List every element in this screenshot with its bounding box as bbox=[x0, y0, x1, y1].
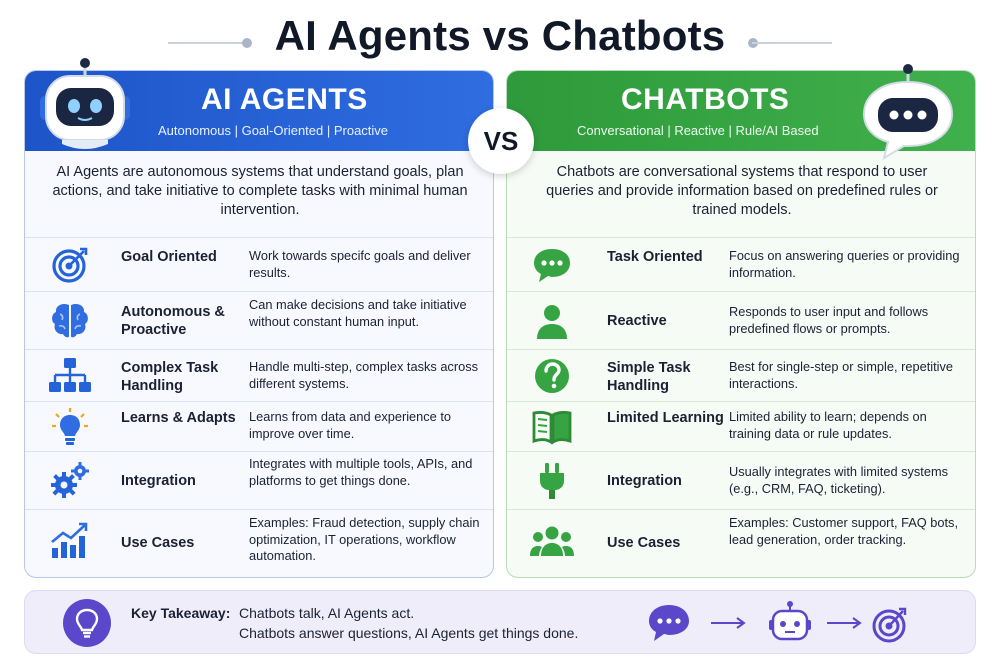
feature-row: Simple Task Handling Best for single-ste… bbox=[507, 349, 975, 401]
book-icon bbox=[527, 407, 577, 447]
feature-row: Integration Usually integrates with limi… bbox=[507, 451, 975, 509]
feature-text: Can make decisions and take initiative w… bbox=[249, 297, 467, 329]
feature-label: Goal Oriented bbox=[121, 249, 217, 265]
feature-label: Autonomous & Proactive bbox=[121, 304, 225, 338]
feature-text: Handle multi-step, complex tasks across … bbox=[249, 359, 479, 391]
takeaway-line-2: Chatbots answer questions, AI Agents get… bbox=[239, 625, 579, 641]
feature-label: Integration bbox=[121, 473, 196, 489]
feature-text: Best for single-step or simple, repetiti… bbox=[729, 359, 954, 391]
feature-label: Reactive bbox=[607, 313, 667, 329]
feature-row: Reactive Responds to user input and foll… bbox=[507, 291, 975, 349]
feature-row: Use Cases Examples: Customer support, FA… bbox=[507, 509, 975, 577]
lightbulb-icon bbox=[63, 599, 111, 647]
arrow-right-icon bbox=[827, 617, 862, 629]
chat-icon bbox=[649, 605, 689, 641]
feature-row: Complex Task Handling Handle multi-step,… bbox=[25, 349, 493, 401]
feature-row: Autonomous & Proactive Can make decision… bbox=[25, 291, 493, 349]
chat-icon bbox=[527, 245, 577, 285]
feature-text: Focus on answering queries or providing … bbox=[729, 248, 960, 280]
takeaway-line-1: Chatbots talk, AI Agents act. bbox=[239, 605, 415, 621]
title-dot-left bbox=[242, 38, 252, 48]
feature-text: Integrates with multiple tools, APIs, an… bbox=[249, 456, 473, 488]
target-icon bbox=[872, 607, 907, 643]
feature-label: Limited Learning bbox=[607, 410, 724, 426]
gears-icon bbox=[45, 460, 95, 500]
chat-bubble-icon bbox=[858, 62, 962, 166]
vs-badge: VS bbox=[468, 108, 534, 174]
lightbulb-icon bbox=[45, 407, 95, 447]
growth-chart-icon bbox=[45, 522, 95, 562]
key-takeaway-panel: Key Takeaway: Chatbots talk, AI Agents a… bbox=[24, 590, 976, 654]
title-divider-right bbox=[752, 42, 832, 44]
question-icon bbox=[527, 356, 577, 396]
feature-text: Work towards specifc goals and deliver r… bbox=[249, 248, 471, 280]
feature-label: Complex Task Handling bbox=[121, 360, 219, 394]
feature-text: Examples: Fraud detection, supply chain … bbox=[249, 515, 480, 563]
title-bar: AI Agents vs Chatbots bbox=[0, 8, 1000, 64]
chatbots-subheading: Conversational | Reactive | Rule/AI Base… bbox=[577, 123, 819, 138]
feature-row: Use Cases Examples: Fraud detection, sup… bbox=[25, 509, 493, 577]
ai-agents-heading: AI AGENTS bbox=[201, 83, 368, 116]
feature-row: Learns & Adapts Learns from data and exp… bbox=[25, 401, 493, 451]
hierarchy-icon bbox=[45, 356, 95, 396]
page-title: AI Agents vs Chatbots bbox=[274, 12, 726, 59]
feature-text: Learns from data and experience to impro… bbox=[249, 409, 452, 441]
robot-icon bbox=[36, 56, 134, 156]
ai-agents-subheading: Autonomous | Goal-Oriented | Proactive bbox=[158, 123, 389, 138]
chatbots-panel: CHATBOTS Conversational | Reactive | Rul… bbox=[506, 70, 976, 578]
takeaway-flow bbox=[645, 599, 945, 647]
feature-row: Integration Integrates with multiple too… bbox=[25, 451, 493, 509]
target-icon bbox=[45, 245, 95, 285]
chatbots-description: Chatbots are conversational systems that… bbox=[546, 164, 938, 218]
feature-text: Limited ability to learn; depends on tra… bbox=[729, 409, 927, 441]
plug-icon bbox=[527, 461, 577, 501]
feature-label: Learns & Adapts bbox=[121, 410, 236, 426]
title-divider-left bbox=[168, 42, 248, 44]
takeaway-label: Key Takeaway: bbox=[131, 605, 231, 621]
brain-icon bbox=[45, 300, 95, 340]
chatbots-heading: CHATBOTS bbox=[621, 83, 790, 116]
feature-text: Examples: Customer support, FAQ bots, le… bbox=[729, 515, 959, 547]
feature-label: Use Cases bbox=[121, 535, 195, 551]
feature-row: Goal Oriented Work towards specifc goals… bbox=[25, 237, 493, 291]
feature-text: Usually integrates with limited systems … bbox=[729, 464, 949, 496]
robot-icon bbox=[769, 601, 811, 641]
feature-text: Responds to user input and follows prede… bbox=[729, 304, 929, 336]
group-icon bbox=[527, 522, 577, 562]
arrow-right-icon bbox=[711, 617, 746, 629]
feature-label: Use Cases bbox=[607, 535, 681, 551]
ai-agents-description: AI Agents are autonomous systems that un… bbox=[52, 164, 468, 218]
feature-row: Limited Learning Limited ability to lear… bbox=[507, 401, 975, 451]
feature-row: Task Oriented Focus on answering queries… bbox=[507, 237, 975, 291]
user-icon bbox=[527, 301, 577, 341]
feature-label: Simple Task Handling bbox=[607, 360, 691, 394]
feature-label: Integration bbox=[607, 473, 682, 489]
feature-label: Task Oriented bbox=[607, 249, 703, 265]
